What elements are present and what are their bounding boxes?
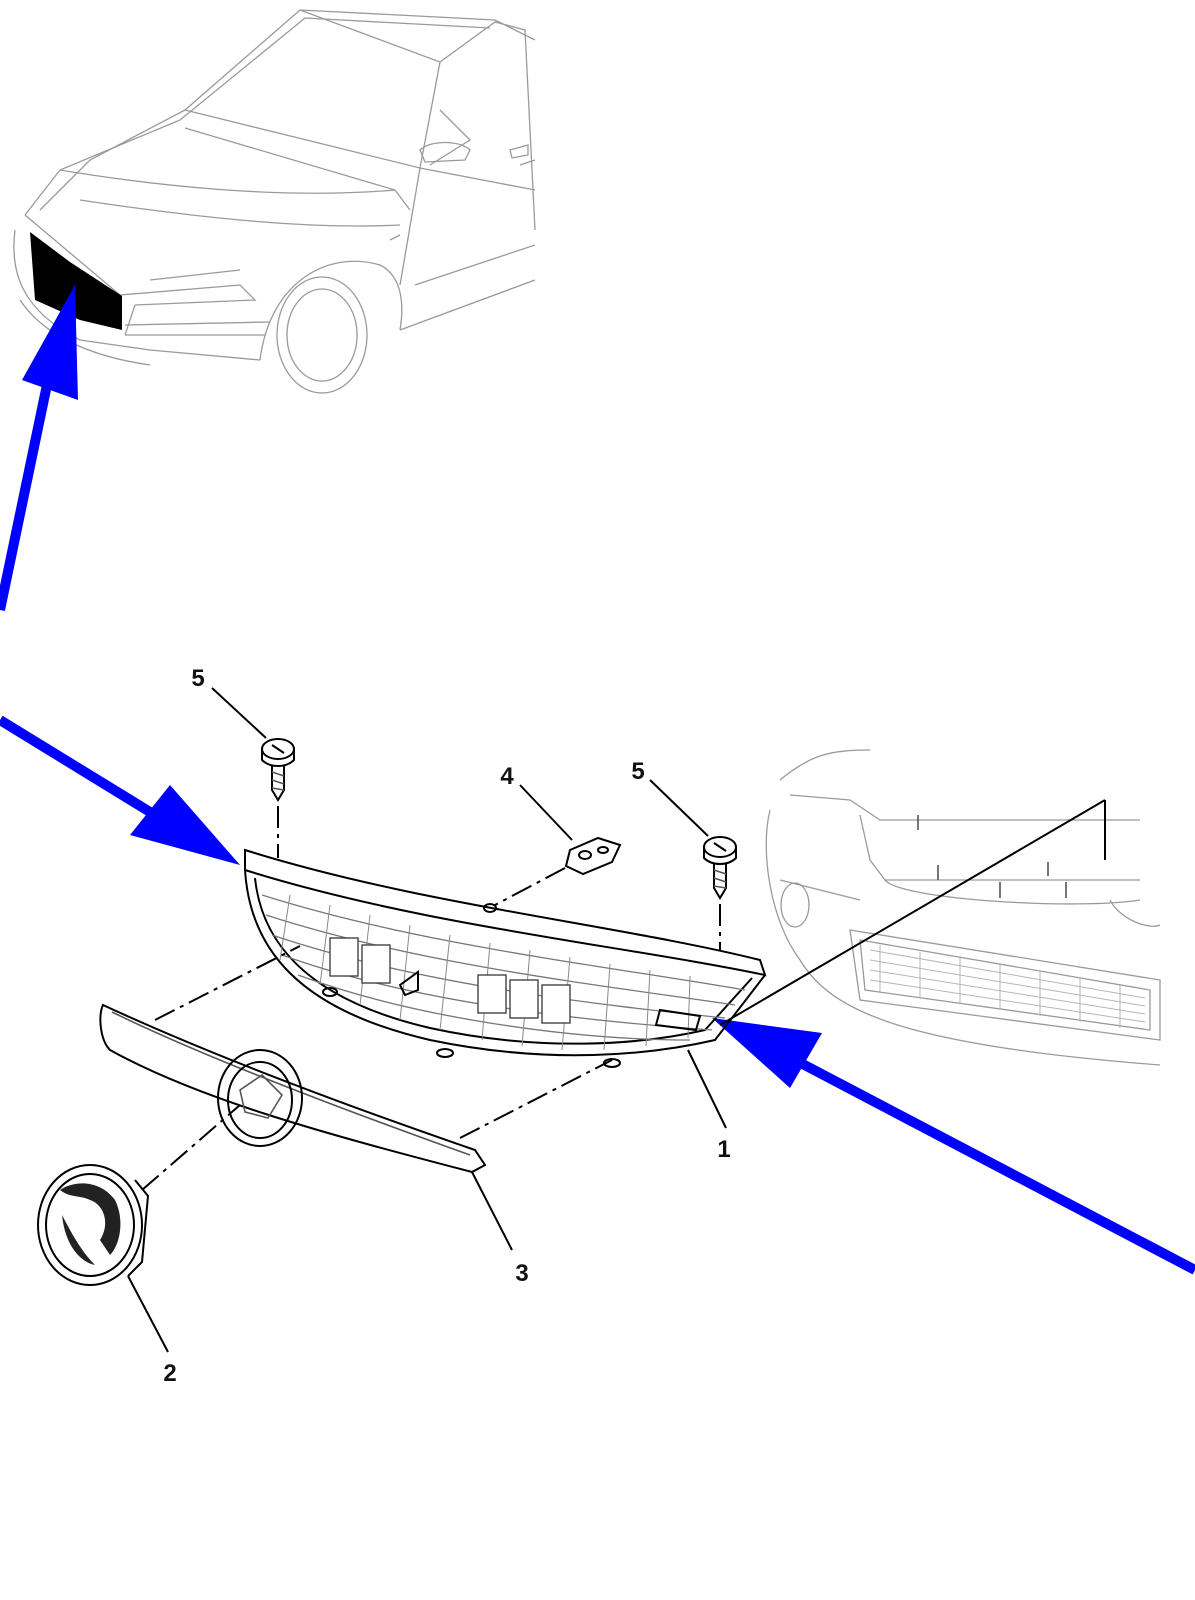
callout-trim-bar: 3 (515, 1260, 528, 1287)
screw-left-part (261, 738, 295, 858)
arrow-head-to-grille-right (712, 1018, 822, 1088)
clip-part (483, 836, 622, 913)
callout-screw-right: 5 (631, 758, 644, 785)
callout-emblem: 2 (163, 1360, 176, 1387)
callout-labels: 1 2 3 4 5 5 (163, 665, 730, 1387)
trim-bar-part (99, 945, 613, 1174)
arrow-shaft-to-grille-left (0, 715, 153, 817)
callout-leaders (127, 687, 727, 1353)
arrow-shaft-to-car (0, 378, 53, 612)
screw-right-part (703, 836, 737, 950)
arrow-shaft-to-grille-right (792, 1055, 1195, 1275)
callout-grille: 1 (717, 1136, 730, 1163)
arrow-head-to-grille-left (130, 785, 240, 865)
pointer-arrows (0, 285, 1195, 1275)
front-bumper-detail (719, 749, 1161, 1066)
grille-part (244, 848, 767, 1068)
grille-location-highlight (30, 232, 122, 330)
emblem-part (37, 1104, 241, 1286)
car-overview-illustration (13, 9, 536, 394)
arrow-head-to-car (22, 285, 78, 400)
callout-clip: 4 (500, 763, 514, 790)
callout-screw-left: 5 (191, 665, 204, 692)
